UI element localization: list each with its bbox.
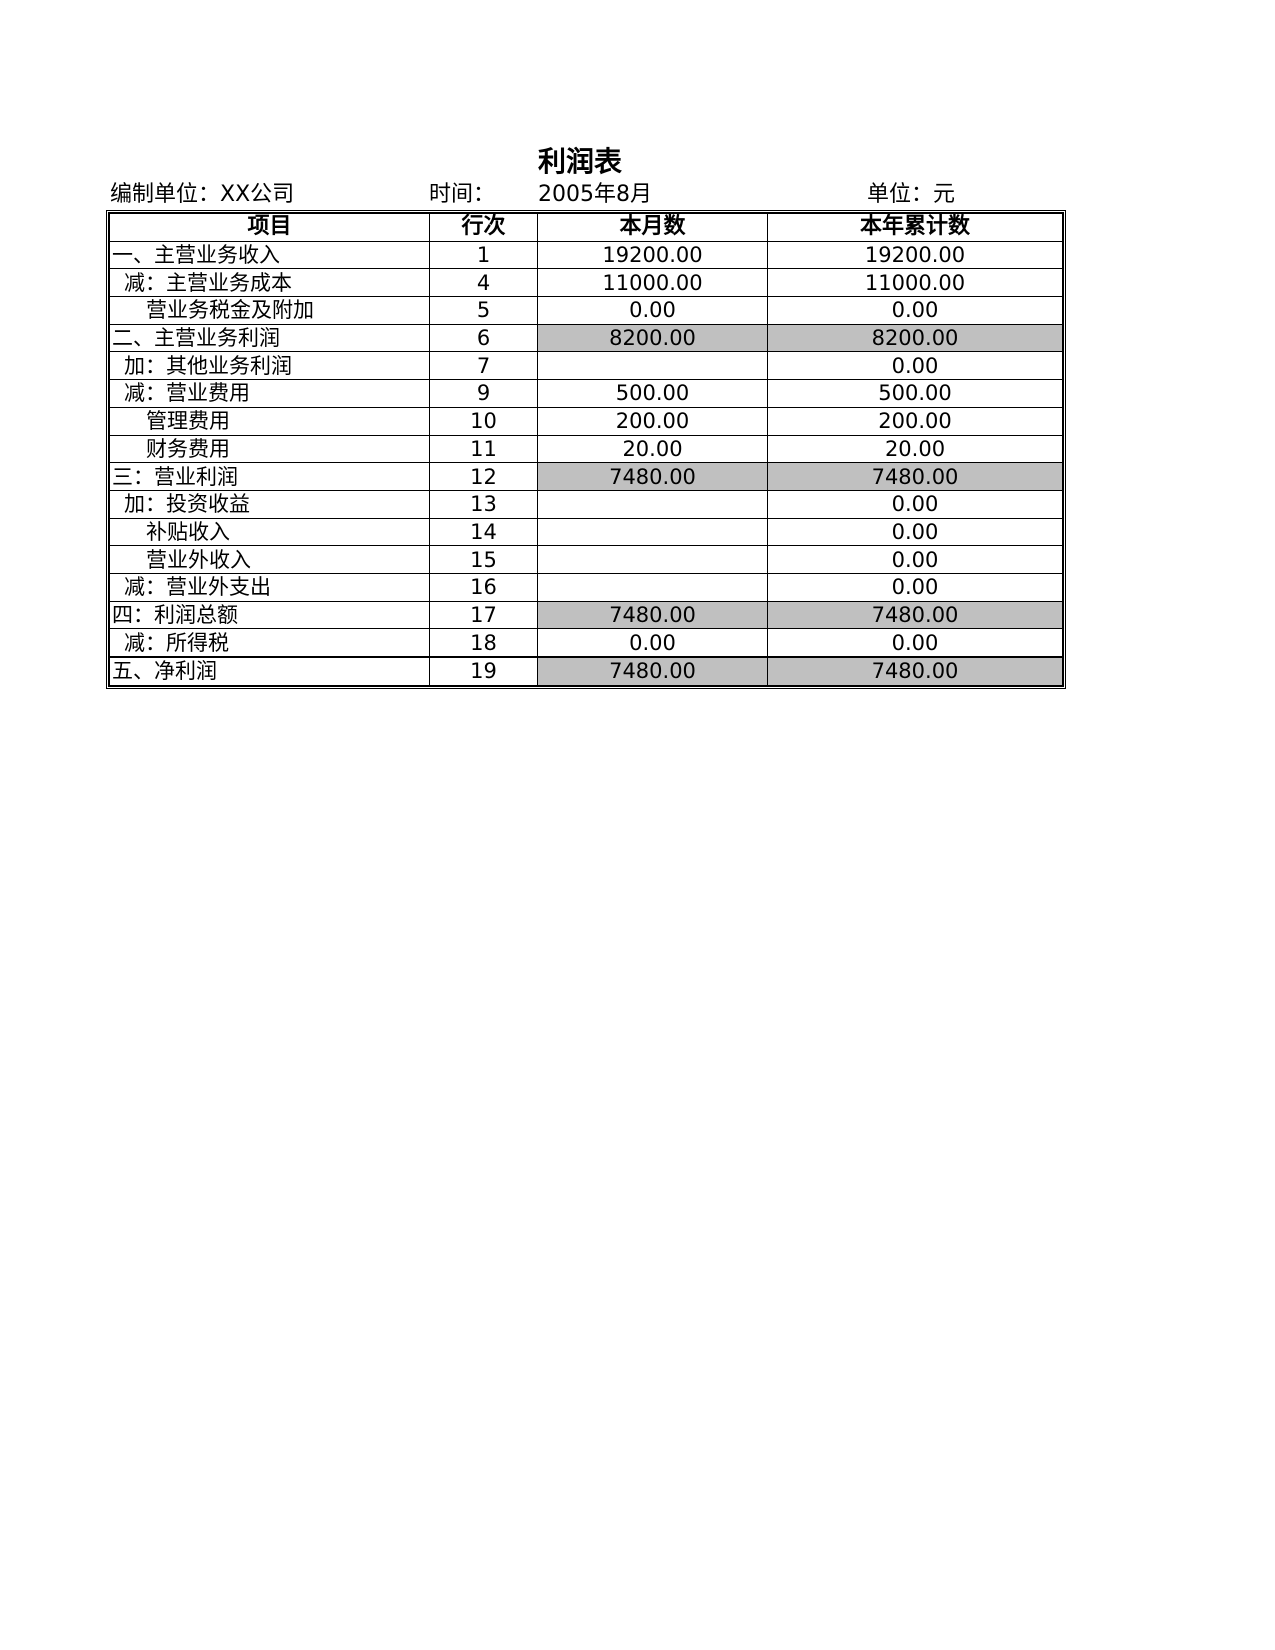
header-year-to-date: 本年累计数 xyxy=(767,213,1063,242)
row-item-label: 营业外收入 xyxy=(109,545,430,574)
row-current-month-value: 8200.00 xyxy=(537,323,768,353)
row-item-label: 加：其他业务利润 xyxy=(109,351,430,381)
row-current-month-value xyxy=(537,489,768,519)
row-item-label: 营业务税金及附加 xyxy=(109,296,430,325)
row-item-label: 四：利润总额 xyxy=(109,600,430,630)
row-line-number: 6 xyxy=(429,323,538,353)
row-year-to-date-value: 0.00 xyxy=(767,628,1063,658)
row-year-to-date-value: 7480.00 xyxy=(767,600,1063,630)
row-line-number: 14 xyxy=(429,517,538,547)
row-item-label: 补贴收入 xyxy=(109,517,430,547)
row-year-to-date-value: 7480.00 xyxy=(767,655,1063,686)
row-item-label: 五、净利润 xyxy=(109,655,430,686)
row-line-number: 5 xyxy=(429,296,538,325)
row-year-to-date-value: 500.00 xyxy=(767,379,1063,408)
row-line-number: 12 xyxy=(429,462,538,491)
row-year-to-date-value: 0.00 xyxy=(767,572,1063,602)
row-item-label: 减：营业费用 xyxy=(109,379,430,408)
row-current-month-value: 7480.00 xyxy=(537,655,768,686)
row-item-label: 减：营业外支出 xyxy=(109,572,430,602)
row-year-to-date-value: 11000.00 xyxy=(767,268,1063,298)
row-line-number: 13 xyxy=(429,489,538,519)
row-item-label: 财务费用 xyxy=(109,434,430,464)
row-line-number: 11 xyxy=(429,434,538,464)
row-current-month-value: 0.00 xyxy=(537,296,768,325)
row-line-number: 10 xyxy=(429,406,538,436)
row-current-month-value: 200.00 xyxy=(537,406,768,436)
row-year-to-date-value: 0.00 xyxy=(767,517,1063,547)
row-current-month-value xyxy=(537,517,768,547)
row-line-number: 17 xyxy=(429,600,538,630)
time-value: 2005年8月 xyxy=(538,182,652,207)
preparing-unit: 编制单位：XX公司 xyxy=(110,182,295,207)
row-current-month-value: 7480.00 xyxy=(537,462,768,491)
row-current-month-value: 20.00 xyxy=(537,434,768,464)
row-year-to-date-value: 0.00 xyxy=(767,351,1063,381)
row-current-month-value: 7480.00 xyxy=(537,600,768,630)
row-line-number: 18 xyxy=(429,628,538,658)
header-line-no: 行次 xyxy=(429,213,538,242)
row-line-number: 7 xyxy=(429,351,538,381)
row-item-label: 减：所得税 xyxy=(109,628,430,658)
header-current-month: 本月数 xyxy=(537,213,768,242)
row-year-to-date-value: 200.00 xyxy=(767,406,1063,436)
row-line-number: 16 xyxy=(429,572,538,602)
row-year-to-date-value: 20.00 xyxy=(767,434,1063,464)
row-item-label: 管理费用 xyxy=(109,406,430,436)
row-item-label: 减：主营业务成本 xyxy=(109,268,430,298)
row-year-to-date-value: 0.00 xyxy=(767,545,1063,574)
row-line-number: 4 xyxy=(429,268,538,298)
row-current-month-value: 19200.00 xyxy=(537,240,768,270)
row-year-to-date-value: 7480.00 xyxy=(767,462,1063,491)
row-year-to-date-value: 8200.00 xyxy=(767,323,1063,353)
row-line-number: 15 xyxy=(429,545,538,574)
row-current-month-value: 0.00 xyxy=(537,628,768,658)
row-line-number: 19 xyxy=(429,655,538,686)
time-label: 时间： xyxy=(429,182,496,207)
row-line-number: 9 xyxy=(429,379,538,408)
row-current-month-value: 500.00 xyxy=(537,379,768,408)
row-current-month-value xyxy=(537,572,768,602)
row-current-month-value: 11000.00 xyxy=(537,268,768,298)
row-item-label: 一、主营业务收入 xyxy=(109,240,430,270)
row-year-to-date-value: 0.00 xyxy=(767,489,1063,519)
row-year-to-date-value: 0.00 xyxy=(767,296,1063,325)
header-row: 项目 行次 本月数 本年累计数 xyxy=(109,213,1063,242)
report-title: 利润表 xyxy=(538,145,623,178)
row-line-number: 1 xyxy=(429,240,538,270)
row-item-label: 二、主营业务利润 xyxy=(109,323,430,353)
row-item-label: 三：营业利润 xyxy=(109,462,430,491)
row-current-month-value xyxy=(537,351,768,381)
header-item: 项目 xyxy=(109,213,430,242)
row-item-label: 加：投资收益 xyxy=(109,489,430,519)
row-current-month-value xyxy=(537,545,768,574)
currency-unit: 单位：元 xyxy=(867,182,956,207)
row-year-to-date-value: 19200.00 xyxy=(767,240,1063,270)
